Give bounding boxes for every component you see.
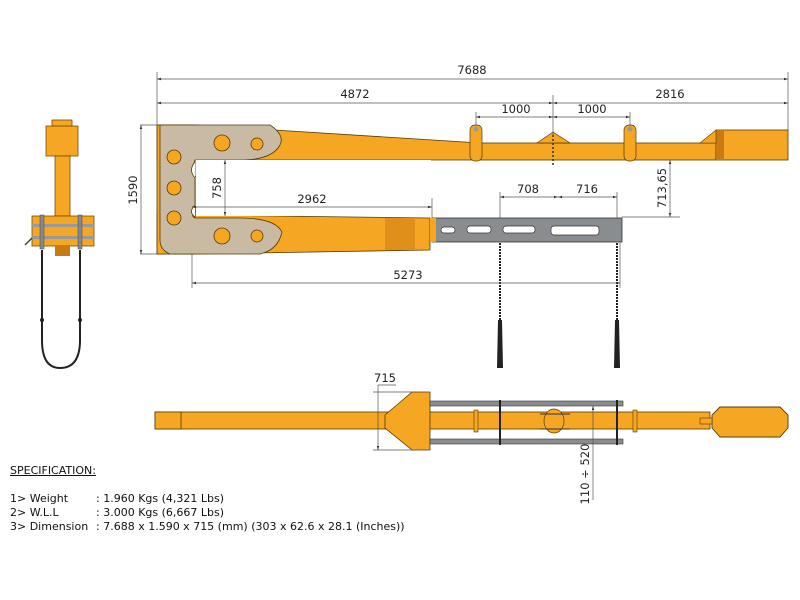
dim-pad-left: 1000 (501, 102, 530, 116)
dim-pad-right: 1000 (577, 102, 606, 116)
spec-row-weight: 1> Weight : 1.960 Kgs (4,321 Lbs) (10, 492, 405, 506)
specification-block: SPECIFICATION: 1> Weight : 1.960 Kgs (4,… (10, 464, 405, 534)
dim-height: 1590 (126, 175, 140, 204)
dimension-lines (139, 72, 789, 500)
dim-length-right: 2816 (655, 87, 684, 101)
spec-value: : 7.688 x 1.590 x 715 (mm) (303 x 62.6 x… (96, 520, 405, 533)
dim-chain-right: 716 (576, 182, 598, 196)
dim-length-left: 4872 (340, 87, 369, 101)
dim-overall-length: 7688 (457, 63, 486, 77)
top-view (154, 391, 789, 451)
spec-value: : 1.960 Kgs (4,321 Lbs) (96, 492, 225, 505)
spec-row-dimension: 3> Dimension : 7.688 x 1.590 x 715 (mm) … (10, 520, 405, 534)
spec-label: 3> Dimension (10, 520, 89, 533)
dim-lower-fork: 2962 (297, 192, 326, 206)
dim-inner-gap: 758 (210, 177, 224, 199)
dim-clamp-range: 110 ÷ 520 (578, 444, 592, 505)
dim-width: 715 (374, 371, 396, 385)
dimension-labels: 7688 4872 2816 1000 1000 1590 758 2962 5… (126, 63, 685, 504)
side-view (156, 124, 789, 368)
spec-label: 2> W.L.L (10, 506, 59, 519)
spec-label: 1> Weight (10, 492, 69, 505)
dim-chain-left: 708 (517, 182, 539, 196)
spec-row-wll: 2> W.L.L : 3.000 Kgs (6,667 Lbs) (10, 506, 405, 520)
spec-title: SPECIFICATION: (10, 464, 96, 477)
end-view (24, 119, 95, 370)
dim-lower-reach: 5273 (393, 268, 422, 282)
spec-value: : 3.000 Kgs (6,667 Lbs) (96, 506, 225, 519)
dim-drop: 713,65 (655, 168, 669, 208)
